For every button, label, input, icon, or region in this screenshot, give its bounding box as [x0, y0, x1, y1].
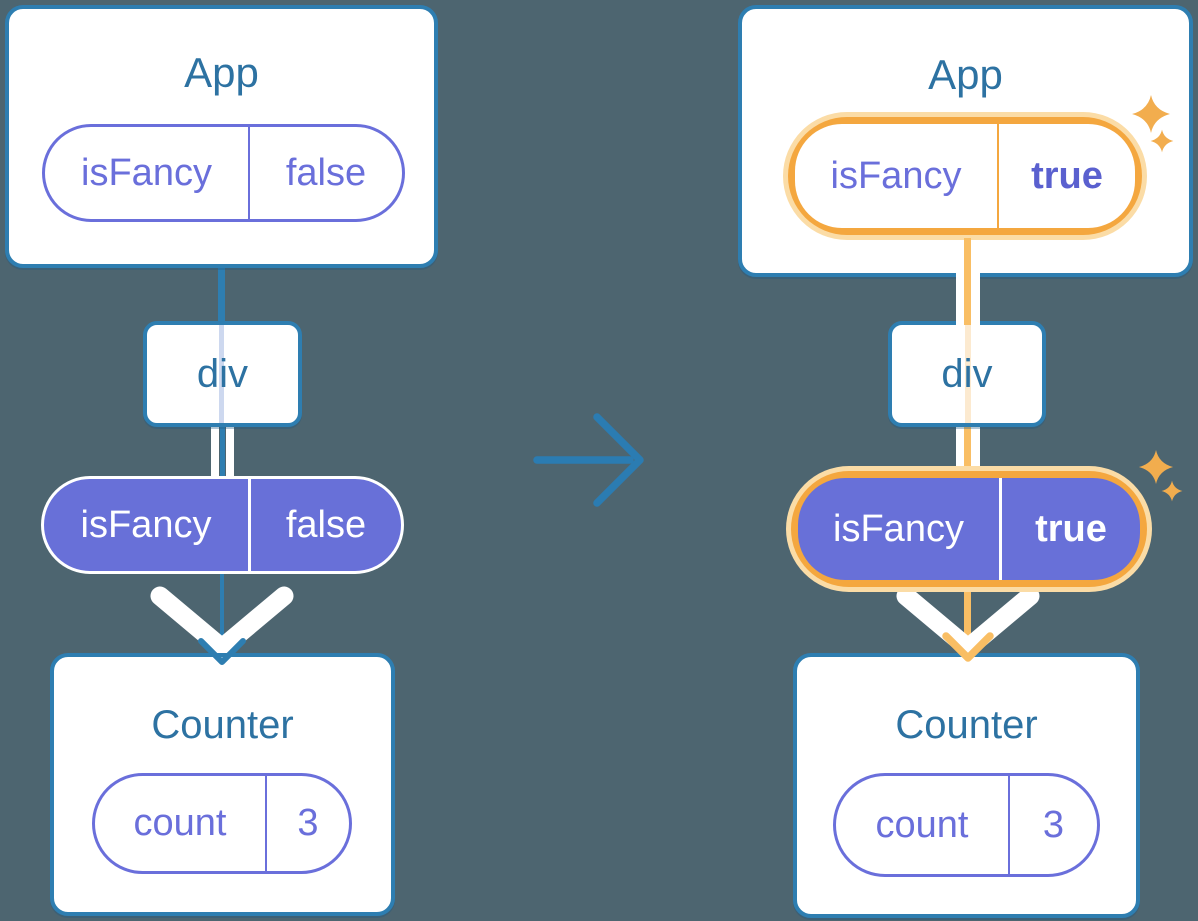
state-value: true	[1031, 154, 1103, 197]
state-name: count	[133, 802, 227, 844]
arrowhead-down-icon-after	[942, 632, 994, 662]
counter-card-before: Counter count 3	[50, 653, 395, 916]
state-name: isFancy	[830, 154, 962, 197]
changed-prop-line-after	[964, 425, 971, 481]
prop-pass-line-right	[226, 425, 234, 481]
pass-down-chevron-icon	[150, 586, 294, 658]
sparkle-icon	[1161, 480, 1183, 502]
pill-divider	[997, 124, 999, 228]
highlighted-state-pill-app-after: isFancy true	[783, 112, 1147, 240]
edge-app-to-div-before	[218, 266, 225, 326]
highlight-ring: isFancy true	[788, 117, 1142, 235]
pill-divider	[248, 479, 251, 571]
pass-through-stripe	[219, 325, 224, 423]
component-title: Counter	[895, 703, 1038, 747]
div-card-before: div	[143, 321, 302, 427]
pass-through-stripe	[965, 325, 971, 423]
state-pill-app-before: isFancy false	[42, 124, 405, 222]
state-pill-counter-before: count 3	[92, 773, 352, 874]
sparkle-icon	[1150, 129, 1174, 153]
pill-divider	[999, 478, 1002, 580]
pill-divider	[1008, 776, 1010, 874]
sparkle-icon	[1138, 449, 1174, 485]
passed-prop-pill-before: isFancy false	[41, 476, 404, 574]
app-card-before: App isFancy false	[5, 5, 438, 268]
sparkle-icon	[1132, 95, 1170, 133]
state-value: 3	[297, 802, 319, 844]
prop-pass-line-left	[211, 425, 219, 481]
state-pill-counter-after: count 3	[833, 773, 1100, 877]
arrowhead-down-icon-before	[198, 638, 246, 665]
state-value: false	[285, 151, 367, 194]
changed-prop-line-after	[964, 238, 971, 277]
component-title: Counter	[151, 703, 294, 747]
passed-prop-pill: isFancy true	[798, 478, 1140, 580]
prop-name: isFancy	[80, 503, 212, 546]
pill-divider	[248, 127, 250, 219]
app-card-after: App isFancy true	[738, 5, 1193, 277]
state-name: count	[875, 803, 969, 846]
render-line-center-before	[220, 425, 225, 481]
div-label: div	[196, 351, 249, 396]
state-pill: isFancy true	[795, 124, 1135, 228]
counter-card-after: Counter count 3	[793, 653, 1140, 918]
changed-prop-line-after	[964, 272, 971, 325]
div-card-after: div	[888, 321, 1046, 427]
highlight-ring: isFancy true	[791, 471, 1147, 587]
component-title: App	[184, 49, 259, 96]
prop-value: true	[1035, 507, 1107, 550]
pass-down-chevron-icon	[896, 586, 1040, 658]
highlighted-passed-prop-pill-after: isFancy true	[786, 466, 1152, 592]
pill-divider	[265, 776, 267, 871]
div-label: div	[941, 351, 993, 396]
changed-prop-line-after	[964, 580, 971, 648]
state-value: 3	[1042, 803, 1065, 846]
component-title: App	[928, 51, 1003, 98]
prop-value: false	[285, 503, 367, 546]
edge-pill-to-counter-before	[220, 570, 224, 655]
state-name: isFancy	[81, 151, 212, 194]
transition-arrow-icon	[533, 413, 644, 507]
prop-name: isFancy	[833, 507, 964, 550]
